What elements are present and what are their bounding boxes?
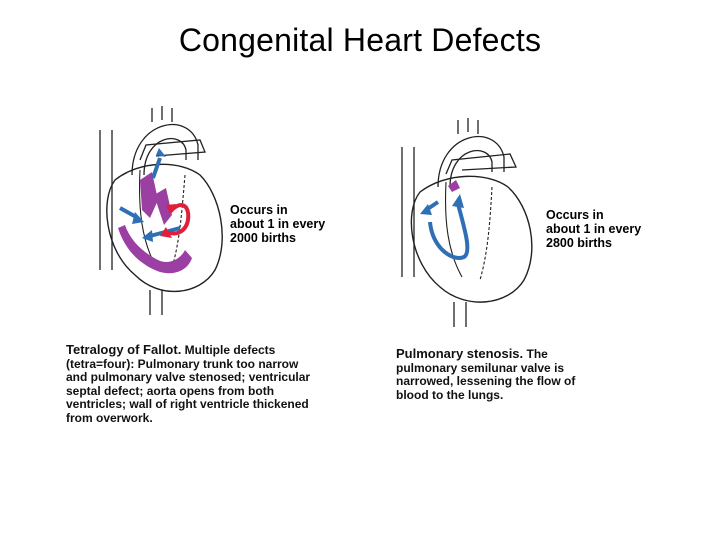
stat-line: Occurs in [230, 203, 325, 217]
tetralogy-caption: Tetralogy of Fallot. Multiple defects (t… [66, 343, 310, 425]
superior-vena-cava [100, 130, 112, 270]
caption-line: and pulmonary valve stenosed; ventricula… [66, 371, 310, 385]
stat-line: 2000 births [230, 231, 325, 245]
caption-line: from overwork. [66, 412, 310, 426]
stenosis-caption: Pulmonary stenosis. The pulmonary semilu… [396, 347, 575, 402]
caption-line: narrowed, lessening the flow of [396, 375, 575, 389]
pulmonary-trunk [140, 140, 205, 160]
stat-line: Occurs in [546, 208, 641, 222]
heart-outline [411, 176, 531, 302]
tetralogy-heart-diagram [80, 100, 240, 315]
stat-line: about 1 in every [546, 222, 641, 236]
caption-lead: Pulmonary stenosis. [396, 346, 523, 361]
slide-title: Congenital Heart Defects [0, 22, 720, 59]
caption-lead: Tetralogy of Fallot. [66, 342, 181, 357]
caption-line: pulmonary semilunar valve is [396, 362, 575, 376]
caption-line: (tetra=four): Pulmonary trunk too narrow [66, 358, 310, 372]
caption-line: Multiple defects [185, 343, 276, 357]
caption-line: blood to the lungs. [396, 389, 575, 403]
tetralogy-incidence: Occurs in about 1 in every 2000 births [230, 203, 325, 245]
pulmonary-stenosis-heart-diagram [392, 112, 552, 327]
pulmonary-trunk [446, 154, 516, 174]
stat-line: about 1 in every [230, 217, 325, 231]
caption-line: ventricles; wall of right ventricle thic… [66, 398, 310, 412]
stenosis-incidence: Occurs in about 1 in every 2800 births [546, 208, 641, 250]
caption-line: septal defect; aorta opens from both [66, 385, 310, 399]
stat-line: 2800 births [546, 236, 641, 250]
caption-line: The [527, 347, 548, 361]
